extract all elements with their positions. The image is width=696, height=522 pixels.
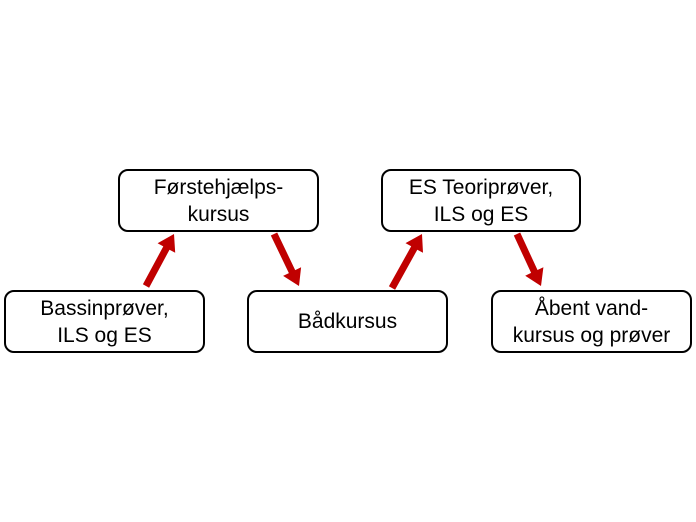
arrow-es-theory-to-open-water <box>513 232 544 286</box>
node-es-theory-tests-line-2: ILS og ES <box>433 202 529 226</box>
node-open-water-course: Åbent vand- kursus og prøver <box>491 290 692 353</box>
arrow-first-aid-to-boat <box>270 232 302 286</box>
node-first-aid-course-line-2: kursus <box>187 202 250 226</box>
node-pool-tests-line-2: ILS og ES <box>57 323 152 347</box>
node-first-aid-course: Førstehjælps- kursus <box>118 169 319 232</box>
node-boat-course-line-1: Bådkursus <box>297 310 398 333</box>
node-es-theory-tests-line-1: ES Teoriprøver, <box>408 175 554 199</box>
node-es-theory-tests: ES Teoriprøver, ILS og ES <box>381 169 581 232</box>
node-open-water-course-line-1: Åbent vand- <box>534 296 649 320</box>
node-open-water-course-line-2: kursus og prøver <box>512 323 671 347</box>
arrow-boat-to-es-theory <box>388 234 423 290</box>
node-boat-course: Bådkursus <box>247 290 448 353</box>
arrow-pool-to-first-aid <box>142 234 176 288</box>
node-first-aid-course-line-1: Førstehjælps- <box>153 175 284 199</box>
node-pool-tests: Bassinprøver, ILS og ES <box>4 290 205 353</box>
node-pool-tests-line-1: Bassinprøver, <box>40 296 169 320</box>
